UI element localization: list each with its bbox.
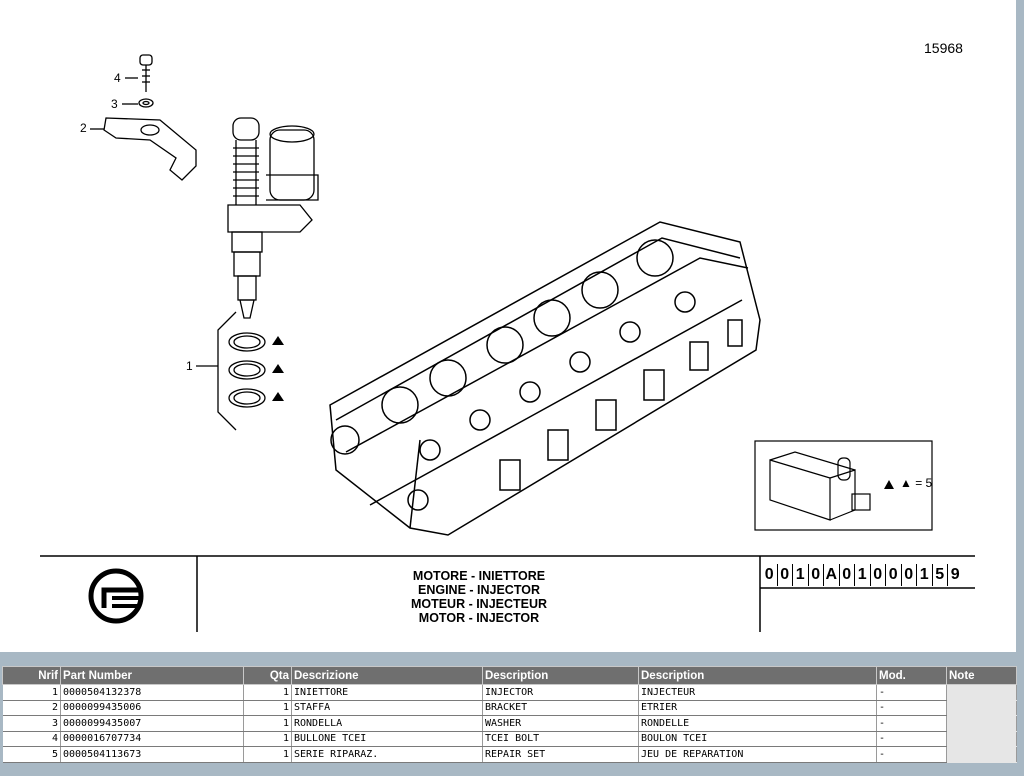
- code-digit: 0: [762, 564, 778, 586]
- cell-qta: 1: [243, 731, 292, 747]
- cell-description-fr: INJECTEUR: [638, 684, 877, 701]
- cell-part-number: 0000099435007: [60, 715, 244, 732]
- col-header-note[interactable]: Note: [946, 666, 1017, 685]
- cell-nrif: 4: [2, 731, 61, 747]
- cell-note: [946, 746, 1017, 763]
- cell-mod: -: [876, 684, 947, 701]
- drawing-titles: MOTORE - INIETTORE ENGINE - INJECTOR MOT…: [360, 569, 598, 625]
- engine-injector-illustration: [40, 54, 975, 632]
- code-digit: 0: [871, 564, 886, 586]
- code-digit: 0: [886, 564, 902, 586]
- table-row[interactable]: 1 0000504132378 1 INIETTORE INJECTOR INJ…: [2, 684, 1017, 701]
- callout-4: 4: [114, 71, 121, 85]
- cell-qta: 1: [243, 746, 292, 763]
- cell-part-number: 0000504132378: [60, 684, 244, 701]
- title-en: ENGINE - INJECTOR: [417, 583, 540, 597]
- cell-mod: -: [876, 731, 947, 747]
- table-row[interactable]: 3 0000099435007 1 RONDELLA WASHER RONDEL…: [2, 715, 1017, 732]
- code-digit: 0: [778, 564, 793, 586]
- cell-description-fr: JEU DE REPARATION: [638, 746, 877, 763]
- cell-mod: -: [876, 700, 947, 716]
- col-header-qta[interactable]: Qta: [243, 666, 292, 685]
- cell-description-en: WASHER: [482, 715, 639, 732]
- cell-nrif: 3: [2, 715, 61, 732]
- col-header-description-fr[interactable]: Description: [638, 666, 877, 685]
- code-digit: 1: [855, 564, 871, 586]
- cell-mod: -: [876, 715, 947, 732]
- cell-part-number: 0000016707734: [60, 731, 244, 747]
- cylinder-head-illustration: [329, 221, 761, 536]
- cell-descrizione: INIETTORE: [291, 684, 483, 701]
- cell-part-number: 0000099435006: [60, 700, 244, 716]
- col-header-part-number[interactable]: Part Number: [60, 666, 244, 685]
- code-digit: 1: [917, 564, 933, 586]
- code-digit: 0: [809, 564, 824, 586]
- col-header-description-en[interactable]: Description: [482, 666, 639, 685]
- cell-description-en: REPAIR SET: [482, 746, 639, 763]
- title-it: MOTORE - INIETTORE: [412, 569, 546, 583]
- table-row[interactable]: 5 0000504113673 1 SERIE RIPARAZ. REPAIR …: [2, 746, 1017, 763]
- kit-legend: ▲ = 5: [900, 476, 933, 490]
- cell-nrif: 5: [2, 746, 61, 763]
- code-digit: 1: [793, 564, 809, 586]
- cell-description-en: INJECTOR: [482, 684, 639, 701]
- parts-list-panel: Nrif Part Number Qta Descrizione Descrip…: [0, 660, 1024, 776]
- kit-marker-icons: [272, 336, 894, 489]
- cell-part-number: 0000504113673: [60, 746, 244, 763]
- cell-description-en: TCEI BOLT: [482, 731, 639, 747]
- parts-table: Nrif Part Number Qta Descrizione Descrip…: [2, 666, 1017, 763]
- cell-descrizione: BULLONE TCEI: [291, 731, 483, 747]
- cell-description-fr: ETRIER: [638, 700, 877, 716]
- table-row[interactable]: 2 0000099435006 1 STAFFA BRACKET ETRIER …: [2, 700, 1017, 716]
- table-row[interactable]: 4 0000016707734 1 BULLONE TCEI TCEI BOLT…: [2, 731, 1017, 747]
- title-block-frame: [40, 555, 975, 632]
- callout-3: 3: [111, 97, 118, 111]
- cell-nrif: 2: [2, 700, 61, 716]
- title-fr: MOTEUR - INJECTEUR: [410, 597, 548, 611]
- cell-qta: 1: [243, 700, 292, 716]
- cell-note: [946, 715, 1017, 732]
- code-digit: 9: [950, 566, 960, 583]
- cell-note: [946, 700, 1017, 716]
- cell-descrizione: SERIE RIPARAZ.: [291, 746, 483, 763]
- cell-descrizione: STAFFA: [291, 700, 483, 716]
- col-header-descrizione[interactable]: Descrizione: [291, 666, 483, 685]
- exploded-view-drawing: 15968 4 3 2 1 ▲ = 5 MOTORE - INIETTORE E…: [0, 0, 1016, 652]
- drawing-code: 0 0 1 0 A 0 1 0 0 0 1 5 9: [762, 564, 963, 586]
- col-header-mod[interactable]: Mod.: [876, 666, 947, 685]
- brand-logo-icon: [88, 568, 144, 624]
- cell-qta: 1: [243, 715, 292, 732]
- cell-nrif: 1: [2, 684, 61, 701]
- callout-2: 2: [80, 121, 87, 135]
- cell-description-fr: RONDELLE: [638, 715, 877, 732]
- cell-note: [946, 684, 1017, 701]
- code-digit: 5: [933, 564, 948, 586]
- code-digit: 0: [840, 564, 855, 586]
- cell-descrizione: RONDELLA: [291, 715, 483, 732]
- callout-1: 1: [186, 359, 193, 373]
- cell-note: [946, 731, 1017, 747]
- repair-kit-inset: [754, 440, 933, 531]
- code-digit: A: [824, 564, 840, 586]
- cell-mod: -: [876, 746, 947, 763]
- code-digit: 0: [902, 564, 917, 586]
- cell-description-fr: BOULON TCEI: [638, 731, 877, 747]
- col-header-nrif[interactable]: Nrif: [2, 666, 61, 685]
- title-es: MOTOR - INJECTOR: [418, 611, 540, 625]
- table-header-row: Nrif Part Number Qta Descrizione Descrip…: [2, 666, 1017, 685]
- plate-number: 15968: [924, 40, 963, 56]
- cell-qta: 1: [243, 684, 292, 701]
- cell-description-en: BRACKET: [482, 700, 639, 716]
